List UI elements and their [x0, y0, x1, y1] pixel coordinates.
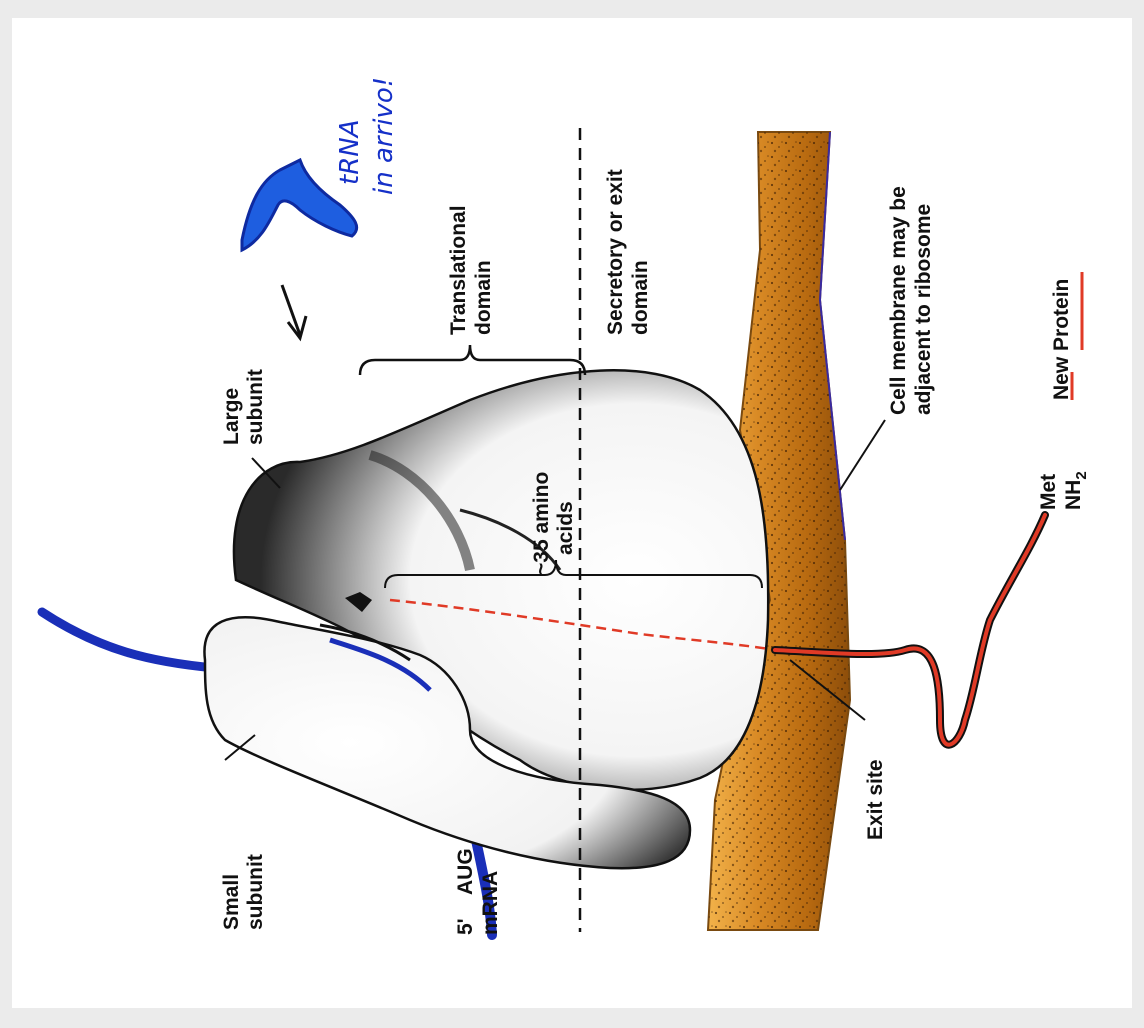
met-label: Met [1037, 474, 1060, 510]
new-protein-label: New Protein [1050, 279, 1073, 400]
small-subunit-label-2: subunit [244, 854, 267, 930]
aug-label: AUG [454, 848, 477, 895]
secretory-domain-label: Secretory or exit [604, 169, 627, 335]
five-prime-label: 5' [454, 918, 477, 935]
translational-domain-label-2: domain [472, 260, 495, 335]
amino-acids-label: ~35 amino [530, 472, 553, 575]
translational-brace [360, 345, 585, 375]
arrow-icon [282, 285, 306, 338]
nh2-label: NH2 [1062, 471, 1090, 510]
mrna-label: mRNA [479, 871, 502, 935]
cell-membrane-label-2: adjacent to ribosome [912, 204, 935, 415]
trna-note-2: in arrivo! [369, 77, 399, 195]
trna-note: tRNA [335, 120, 365, 186]
exit-site-label: Exit site [864, 759, 887, 840]
translational-domain-label: Translational [447, 205, 470, 335]
membrane-leader [840, 420, 885, 490]
amino-acids-label-2: acids [554, 501, 577, 555]
large-subunit-label: Large [220, 388, 243, 445]
secretory-domain-label-2: domain [629, 260, 652, 335]
cell-membrane-label: Cell membrane may be [887, 186, 910, 415]
large-subunit-label-2: subunit [244, 369, 267, 445]
small-subunit-label: Small [220, 874, 243, 930]
